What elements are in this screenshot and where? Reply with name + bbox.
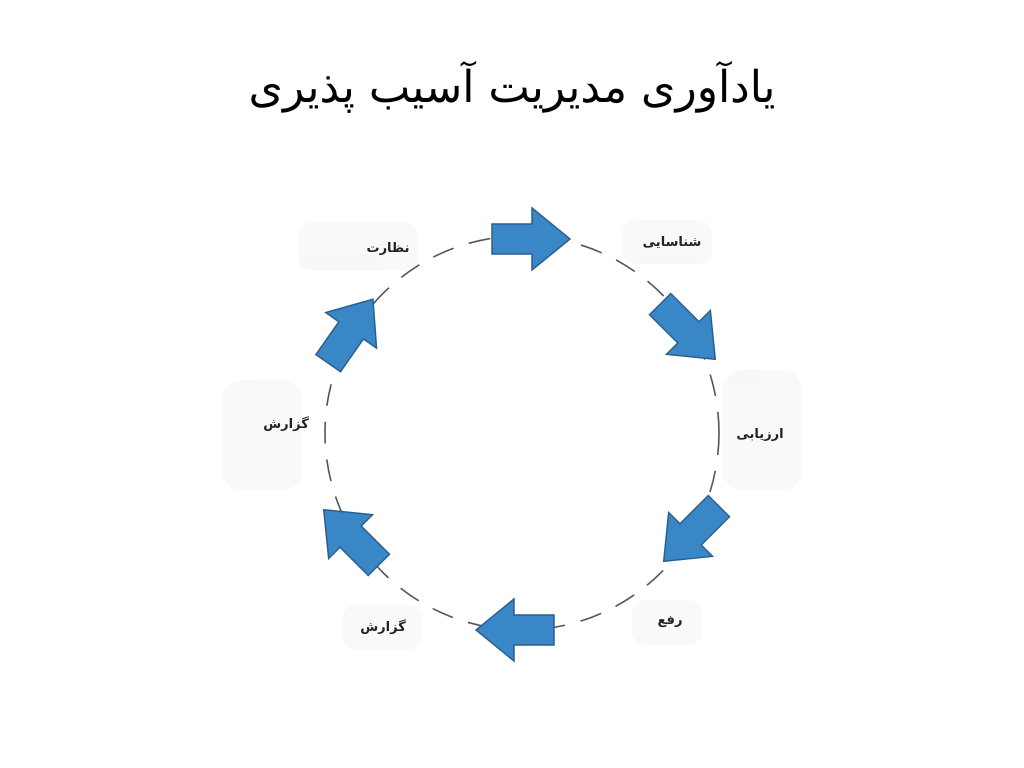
label-backgrounds [222, 220, 802, 650]
block-arrow-icon [648, 292, 717, 361]
step-label-identify: شناسایی [643, 235, 702, 250]
step-label-report-bottom: گزارش [360, 619, 406, 635]
step-label-report-left: گزارش [263, 416, 309, 432]
slide-title: یادآوری مدیریت آسیب پذیری [248, 62, 776, 113]
cycle-ring [324, 235, 720, 631]
step-label-assess: ارزیابی [736, 427, 783, 442]
step-label-remediate: رفع [658, 613, 683, 628]
block-arrow-icon [322, 508, 391, 577]
block-arrow-icon [474, 597, 555, 663]
block-arrow-icon [662, 494, 731, 563]
block-arrow-icon [491, 206, 572, 272]
block-arrow-icon [314, 298, 378, 373]
step-label-monitor: نظارت [367, 241, 410, 256]
cycle-arrows [314, 206, 731, 663]
